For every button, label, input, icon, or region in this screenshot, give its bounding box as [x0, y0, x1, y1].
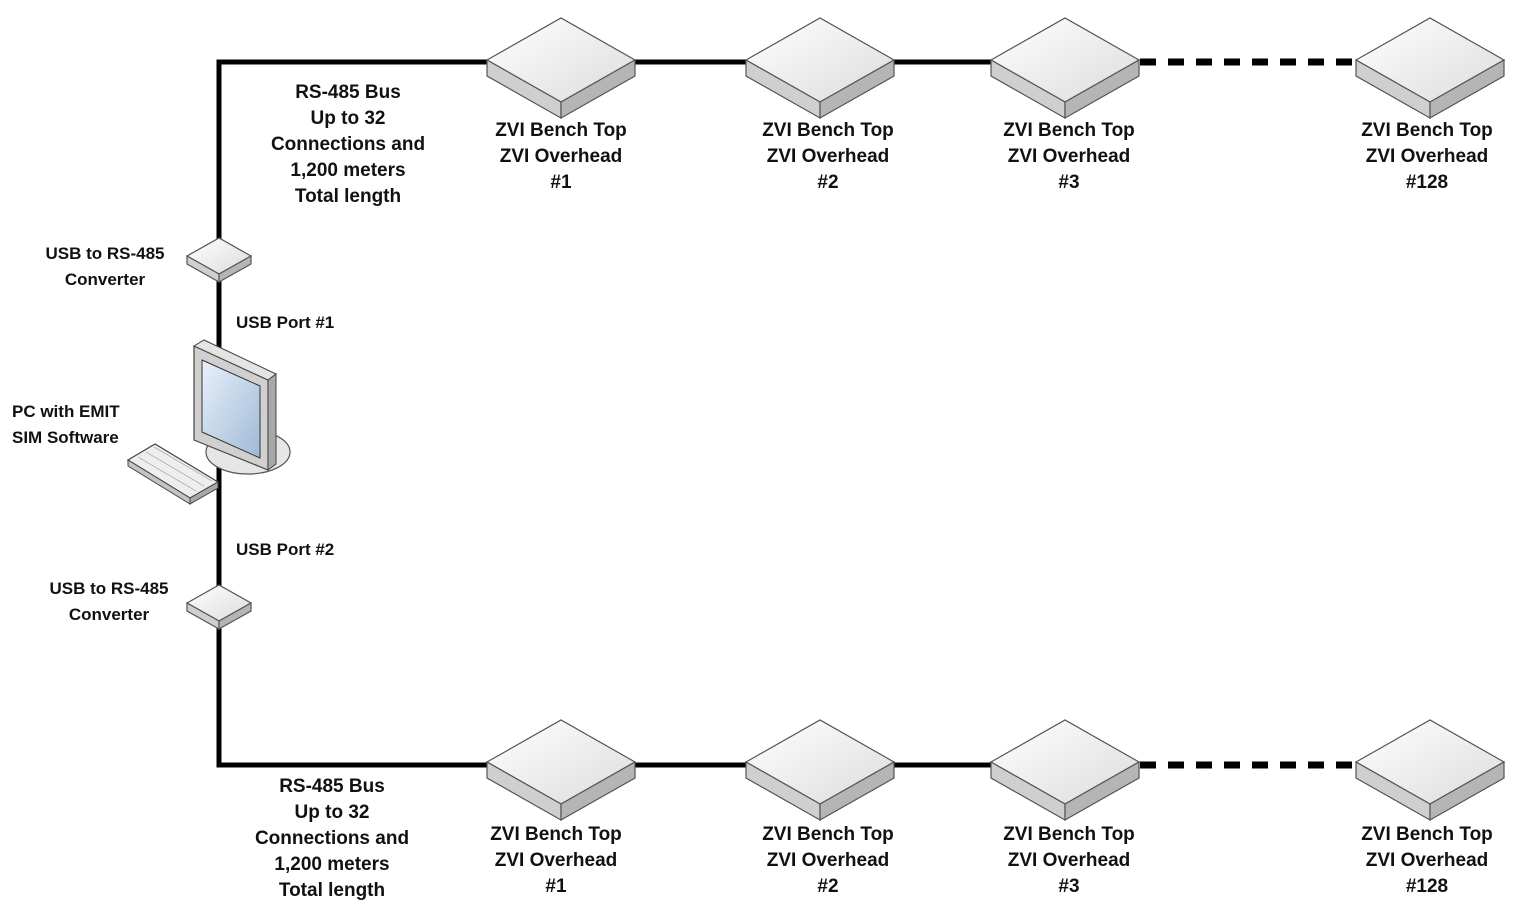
- top-device-3-label: ZVI Bench Top ZVI Overhead #3: [969, 118, 1169, 196]
- device-number: #2: [817, 172, 839, 193]
- top-device-1-label: ZVI Bench Top ZVI Overhead #1: [461, 118, 661, 196]
- bottom-bus-line: [216, 610, 1000, 768]
- bottom-bus-label-line: 1,200 meters: [274, 854, 390, 875]
- top-bus-label-line: Up to 32: [310, 108, 386, 129]
- device-line1: ZVI Bench Top: [495, 120, 627, 141]
- device-line2: ZVI Overhead: [1365, 850, 1489, 871]
- bottom-device-2-label: ZVI Bench Top ZVI Overhead #2: [728, 822, 928, 900]
- bottom-device-3: [990, 719, 1140, 821]
- bottom-bus-label-line: RS-485 Bus: [279, 776, 385, 797]
- device-line1: ZVI Bench Top: [490, 824, 622, 845]
- bottom-device-1-label: ZVI Bench Top ZVI Overhead #1: [456, 822, 656, 900]
- converter-label-line: Converter: [64, 270, 146, 289]
- pc-icon: [126, 339, 291, 505]
- bottom-bus-label-line: Connections and: [254, 828, 410, 849]
- device-number: #1: [545, 876, 567, 897]
- top-device-2-label: ZVI Bench Top ZVI Overhead #2: [728, 118, 928, 196]
- top-device-2: [745, 17, 895, 119]
- device-line2: ZVI Overhead: [1007, 850, 1131, 871]
- device-number: #2: [817, 876, 839, 897]
- top-bus-label-line: Connections and: [270, 134, 426, 155]
- converter-label-line: USB to RS-485: [49, 579, 169, 598]
- device-number: #1: [550, 172, 572, 193]
- device-line2: ZVI Overhead: [766, 146, 890, 167]
- top-converter-label: USB to RS-485 Converter: [22, 241, 188, 293]
- device-number: #128: [1405, 876, 1449, 897]
- device-number: #128: [1405, 172, 1449, 193]
- pc-label-line: PC with EMIT: [12, 402, 120, 421]
- top-bus-label-line: RS-485 Bus: [295, 82, 401, 103]
- usb-port-1-label: USB Port #1: [236, 313, 335, 332]
- bottom-bus-label-line: Total length: [278, 880, 386, 901]
- device-line1: ZVI Bench Top: [762, 824, 894, 845]
- top-device-128-label: ZVI Bench Top ZVI Overhead #128: [1337, 118, 1517, 196]
- keyboard-icon: [126, 443, 220, 505]
- device-number: #3: [1058, 876, 1080, 897]
- bottom-bus-label-line: Up to 32: [294, 802, 370, 823]
- bottom-bus-label: RS-485 Bus Up to 32 Connections and 1,20…: [232, 774, 432, 904]
- top-bus-label-line: 1,200 meters: [290, 160, 406, 181]
- device-line2: ZVI Overhead: [1007, 146, 1131, 167]
- bottom-device-3-label: ZVI Bench Top ZVI Overhead #3: [969, 822, 1169, 900]
- device-line1: ZVI Bench Top: [1003, 824, 1135, 845]
- top-device-3: [990, 17, 1140, 119]
- bottom-device-2: [745, 719, 895, 821]
- device-number: #3: [1058, 172, 1080, 193]
- bottom-device-1: [486, 719, 636, 821]
- device-line2: ZVI Overhead: [499, 146, 623, 167]
- device-line2: ZVI Overhead: [494, 850, 618, 871]
- bottom-device-128: [1355, 719, 1505, 821]
- pc-label-line: SIM Software: [12, 428, 119, 447]
- pc-label: PC with EMIT SIM Software: [12, 399, 120, 451]
- bottom-converter: [186, 584, 252, 630]
- device-line1: ZVI Bench Top: [1361, 824, 1493, 845]
- top-bus-line: [216, 59, 1000, 245]
- top-bus-label: RS-485 Bus Up to 32 Connections and 1,20…: [248, 80, 448, 210]
- converter-label-line: USB to RS-485: [45, 244, 165, 263]
- device-line1: ZVI Bench Top: [1003, 120, 1135, 141]
- device-line1: ZVI Bench Top: [1361, 120, 1493, 141]
- bottom-converter-label: USB to RS-485 Converter: [26, 576, 192, 628]
- device-line1: ZVI Bench Top: [762, 120, 894, 141]
- top-converter: [186, 237, 252, 283]
- top-device-1: [486, 17, 636, 119]
- device-line2: ZVI Overhead: [766, 850, 890, 871]
- device-line2: ZVI Overhead: [1365, 146, 1489, 167]
- usb-port-2-label: USB Port #2: [236, 540, 335, 559]
- top-bus-label-line: Total length: [294, 186, 402, 207]
- pc-screen: [201, 359, 261, 459]
- bottom-device-128-label: ZVI Bench Top ZVI Overhead #128: [1337, 822, 1517, 900]
- top-device-128: [1355, 17, 1505, 119]
- converter-label-line: Converter: [68, 605, 150, 624]
